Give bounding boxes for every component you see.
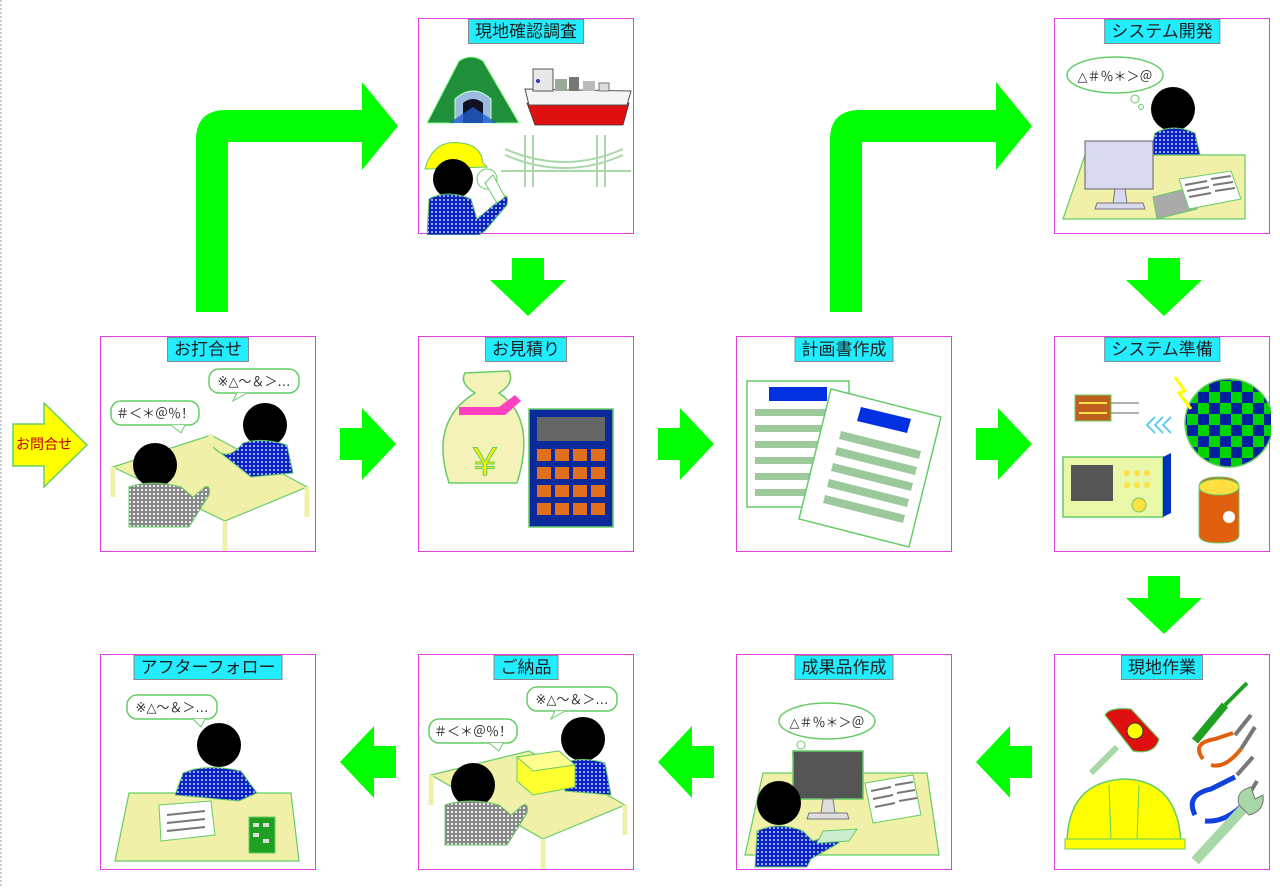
meeting-illustration: ※△～＆＞… ＃＜＊＠％！: [110, 368, 310, 551]
step-label: 現地作業: [1121, 655, 1203, 680]
system-dev-illustration: △＃％＊＞＠: [1062, 56, 1246, 220]
arrow-plan-to-prep: [976, 408, 1032, 480]
planning-illustration: [746, 380, 942, 548]
arrow-estimate-to-plan: [658, 408, 714, 480]
arrow-report-to-delivery: [658, 726, 714, 798]
step-label: お打合せ: [167, 337, 249, 362]
delivery-illustration: ※△～＆＞… ＃＜＊＠％！: [428, 686, 628, 869]
step-system-development: △＃％＊＞＠ システム開発: [1054, 18, 1270, 234]
field-work-illustration: [1064, 681, 1264, 865]
start-arrow: [12, 402, 88, 488]
thought-bubble-text: △＃％＊＞＠: [1078, 70, 1153, 85]
arrow-field-to-report: [976, 726, 1032, 798]
site-survey-illustration: [424, 56, 632, 235]
step-deliverables-creation: △＃％＊＞＠ 成果品作成: [736, 654, 952, 870]
arrow-delivery-to-after: [340, 726, 396, 798]
step-field-work: 現地作業: [1054, 654, 1270, 870]
arrow-plan-to-dev: [830, 82, 1032, 312]
step-system-preparation: システム準備: [1054, 336, 1271, 552]
step-after-follow-up: ※△～＆＞… アフターフォロー: [100, 654, 316, 870]
start-label: お問合せ: [16, 437, 72, 453]
step-label: お見積り: [485, 337, 567, 362]
step-label: ご納品: [493, 655, 559, 680]
page-left-edge: [0, 0, 2, 888]
step-estimate: ￥ お見積り: [418, 336, 634, 552]
speech-bubble-text: ＃＜＊＠％！: [434, 725, 512, 740]
speech-bubble-text: ※△～＆＞…: [536, 693, 609, 708]
step-meeting: ※△～＆＞… ＃＜＊＠％！ お打合せ: [100, 336, 316, 552]
step-label: システム開発: [1104, 19, 1220, 44]
speech-bubble-text: ※△～＆＞…: [136, 701, 209, 716]
arrow-meeting-to-survey: [196, 82, 398, 312]
step-label: システム準備: [1104, 337, 1220, 362]
step-planning-document: 計画書作成: [736, 336, 952, 552]
arrow-prep-to-field: [1126, 576, 1202, 634]
arrow-dev-to-prep: [1126, 258, 1202, 316]
arrow-survey-to-estimate: [490, 258, 566, 316]
step-delivery: ※△～＆＞… ＃＜＊＠％！ ご納品: [418, 654, 634, 870]
speech-bubble-text: ＃＜＊＠％！: [116, 407, 194, 422]
step-label: 成果品作成: [794, 655, 894, 680]
yen-symbol: ￥: [466, 440, 504, 484]
step-label: アフターフォロー: [133, 655, 283, 680]
step-label: 計画書作成: [794, 337, 894, 362]
step-site-survey: 現地確認調査: [418, 18, 634, 235]
speech-bubble-text: ※△～＆＞…: [218, 375, 291, 390]
system-prep-illustration: [1062, 376, 1271, 544]
estimate-illustration: ￥: [442, 370, 614, 528]
step-label: 現地確認調査: [468, 19, 584, 44]
arrow-meeting-to-estimate: [340, 408, 396, 480]
deliverables-illustration: △＃％＊＞＠: [744, 702, 940, 868]
after-follow-illustration: ※△～＆＞…: [114, 694, 300, 862]
thought-bubble-text: △＃％＊＞＠: [790, 716, 865, 731]
